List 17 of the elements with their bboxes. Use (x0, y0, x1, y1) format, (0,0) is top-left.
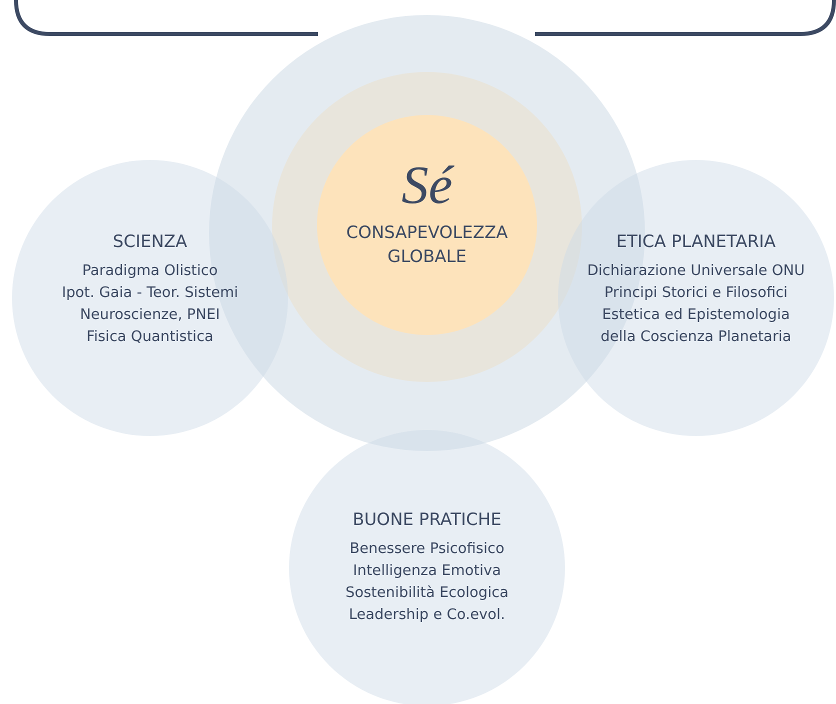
heading-text: BUONE PRATICHE (352, 510, 502, 530)
list-item-text: Estetica ed Epistemologia (601, 306, 791, 325)
list-item-text: Dichiarazione Universale ONU (586, 262, 806, 281)
list-item-text: Benessere Psicofisico (348, 540, 506, 559)
title-text: Sé (402, 155, 452, 215)
subtitle-text: CONSAPEVOLEZZA GLOBALE (345, 222, 509, 269)
list-item-text: Leadership e Co.evol. (348, 606, 506, 625)
list-item-text: Paradigma Olistico (81, 262, 219, 281)
list-item-text: Intelligenza Emotiva (352, 562, 502, 581)
list-item-text: Principi Storici e Filosofici (603, 284, 789, 303)
list-item-text: Ipot. Gaia - Teor. Sistemi (60, 284, 240, 303)
heading-text: ETICA PLANETARIA (615, 232, 777, 252)
list-item-text: Neuroscienze, PNEI (79, 306, 221, 325)
list-item-text: Sostenibilità Ecologica (344, 584, 510, 603)
heading-text: SCIENZA (112, 232, 188, 252)
list-item-text: Fisica Quantistica (86, 328, 214, 347)
list-item-text: della Coscienza Planetaria (600, 328, 792, 347)
